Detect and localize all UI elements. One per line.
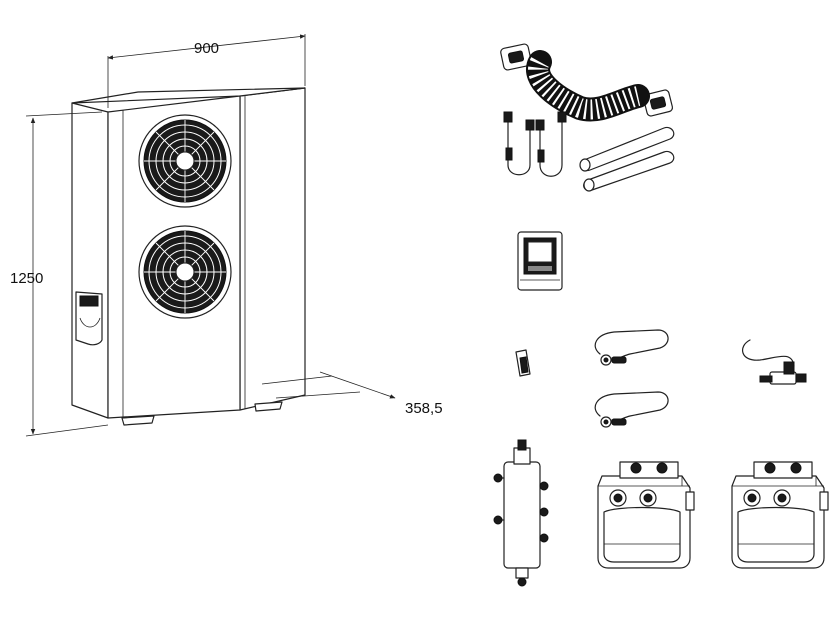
accessory-temperature-sensor-1 (594, 329, 669, 366)
accessory-temperature-sensor-2 (594, 391, 669, 428)
accessory-pump-station-2 (731, 461, 829, 569)
accessory-hydraulic-separator (493, 439, 549, 587)
dimension-lines (25, 34, 396, 437)
accessory-pump-station-1 (597, 461, 695, 569)
fan-top (138, 114, 232, 208)
height-label: 1250 (10, 270, 43, 287)
accessory-cable-sensor-tee (742, 339, 807, 385)
accessory-flex-hoses (503, 111, 567, 177)
accessory-flexible-duct (500, 43, 674, 122)
width-label: 900 (194, 40, 219, 57)
outdoor-unit (71, 87, 306, 426)
depth-label: 358,5 (405, 400, 443, 417)
accessory-room-controller (517, 231, 563, 291)
accessory-small-clip (515, 349, 531, 377)
fan-bottom (138, 225, 232, 319)
accessory-insulation-sleeves (579, 126, 675, 192)
